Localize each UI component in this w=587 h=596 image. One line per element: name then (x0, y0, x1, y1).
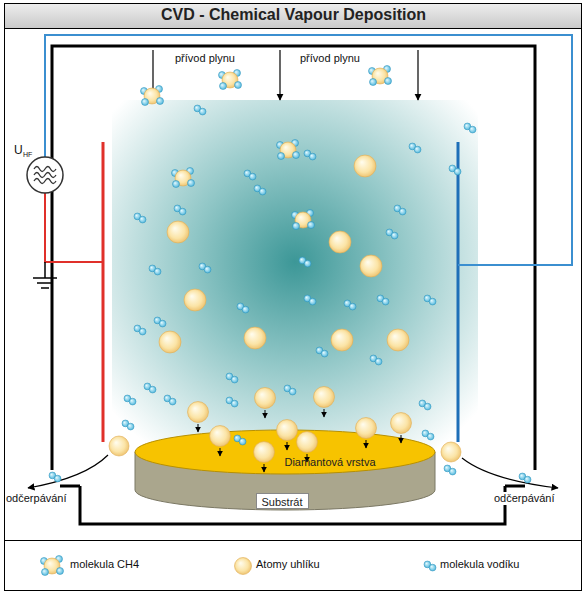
carbon-atom (360, 255, 382, 277)
hydrogen-molecule (409, 143, 421, 153)
carbon-atom (244, 327, 266, 349)
hydrogen-molecule (370, 355, 382, 365)
methane-molecule (369, 66, 392, 86)
hydrogen-molecule (424, 295, 436, 305)
gas-inlet-label: přívod plynu (300, 52, 360, 65)
hydrogen-molecule (154, 317, 166, 327)
carbon-atom (354, 155, 376, 177)
hydrogen-molecule (134, 325, 146, 335)
hydrogen-molecule (164, 395, 176, 405)
methane-molecule (292, 210, 315, 230)
hydrogen-molecule (226, 373, 238, 383)
hydrogen-molecule (304, 150, 316, 160)
particles (49, 66, 531, 484)
carbon-atom (314, 387, 335, 408)
methane-molecule (277, 140, 300, 160)
carbon-atom (184, 289, 206, 311)
substrate: Substrát (256, 493, 309, 509)
gas-inlet-label: přívod plynu (175, 52, 235, 65)
hydrogen-molecule (226, 397, 238, 407)
chamber-wall (52, 46, 535, 470)
legend-icon (36, 555, 70, 577)
ground-wire (45, 193, 103, 262)
hydrogen-molecule (49, 472, 61, 482)
carbon-atom (210, 426, 231, 447)
hydrogen-molecule (149, 265, 161, 275)
hydrogen-molecule (464, 123, 476, 133)
hf-source-symbol (27, 157, 63, 193)
hydrogen-molecule (299, 257, 311, 267)
hydrogen-molecule (124, 395, 136, 405)
exhaust-label: odčerpávání (6, 492, 67, 505)
legend-text: Atomy uhlíku (256, 558, 320, 570)
diagram-title: CVD - Chemical Vapour Deposition (0, 6, 587, 24)
hydrogen-molecule (449, 165, 461, 175)
carbon-atom (356, 418, 377, 439)
hydrogen-molecule (377, 295, 389, 305)
carbon-atom (254, 442, 275, 463)
hydrogen-molecule (424, 561, 436, 571)
carbon-atom (109, 436, 129, 456)
legend-rule (4, 540, 581, 541)
hydrogen-molecule (144, 383, 156, 393)
ground-symbol (33, 262, 57, 288)
deposition-arrows (198, 409, 401, 472)
hydrogen-molecule (237, 303, 249, 313)
hf-sine-waves (34, 167, 56, 184)
node-text: Substrát (261, 496, 304, 508)
hydrogen-molecule (134, 213, 146, 223)
plasma-region (112, 100, 478, 460)
voltage-symbol: U (14, 144, 23, 158)
hydrogen-molecule (422, 430, 434, 440)
hydrogen-molecule (194, 105, 206, 115)
carbon-atom (167, 221, 189, 243)
carbon-atom (277, 420, 298, 441)
title-rule (4, 28, 581, 29)
hf-electrode (457, 142, 460, 442)
gas-inlet-arrows (153, 50, 418, 100)
node-text: Diamantová vrstva (283, 456, 377, 468)
hydrogen-molecule (316, 347, 328, 357)
methane-molecule (172, 168, 195, 188)
methane-molecule (219, 70, 242, 90)
hydrogen-molecule (234, 435, 246, 445)
carbon-atom (391, 413, 412, 434)
carbon-atom (331, 329, 353, 351)
hydrogen-molecule (254, 185, 266, 195)
carbon-atom (387, 329, 409, 351)
hydrogen-molecule (444, 465, 456, 475)
hydrogen-molecule (419, 400, 431, 410)
methane-molecule (141, 86, 164, 106)
hydrogen-molecule (386, 229, 398, 239)
legend-text: molekula CH4 (70, 558, 139, 570)
hydrogen-molecule (284, 385, 296, 395)
hydrogen-molecule (304, 295, 316, 305)
hydrogen-molecule (244, 170, 256, 180)
hydrogen-molecule (122, 420, 134, 430)
carbon-atom (297, 432, 318, 453)
outer-frame (5, 4, 582, 591)
carbon-atom (329, 231, 351, 253)
carbon-atom (159, 331, 181, 353)
hydrogen-molecule (519, 473, 531, 483)
hydrogen-molecule (344, 300, 356, 310)
carbon-atom (235, 558, 252, 575)
ground-electrode (102, 142, 105, 442)
exhaust-label: odčerpávání (494, 492, 555, 505)
exhaust-arrows (28, 455, 558, 488)
methane-molecule (41, 556, 64, 576)
carbon-atom (188, 402, 209, 423)
legend-text: molekula vodíku (440, 558, 520, 570)
hydrogen-molecule (394, 205, 406, 215)
carbon-atom (441, 442, 461, 462)
diamond-layer: Diamantová vrstva (279, 455, 381, 469)
hydrogen-molecule (174, 205, 186, 215)
hydrogen-molecule (199, 263, 211, 273)
carbon-atom (255, 388, 276, 409)
hf-wire (45, 35, 572, 265)
voltage-subscript: HF (23, 151, 32, 159)
